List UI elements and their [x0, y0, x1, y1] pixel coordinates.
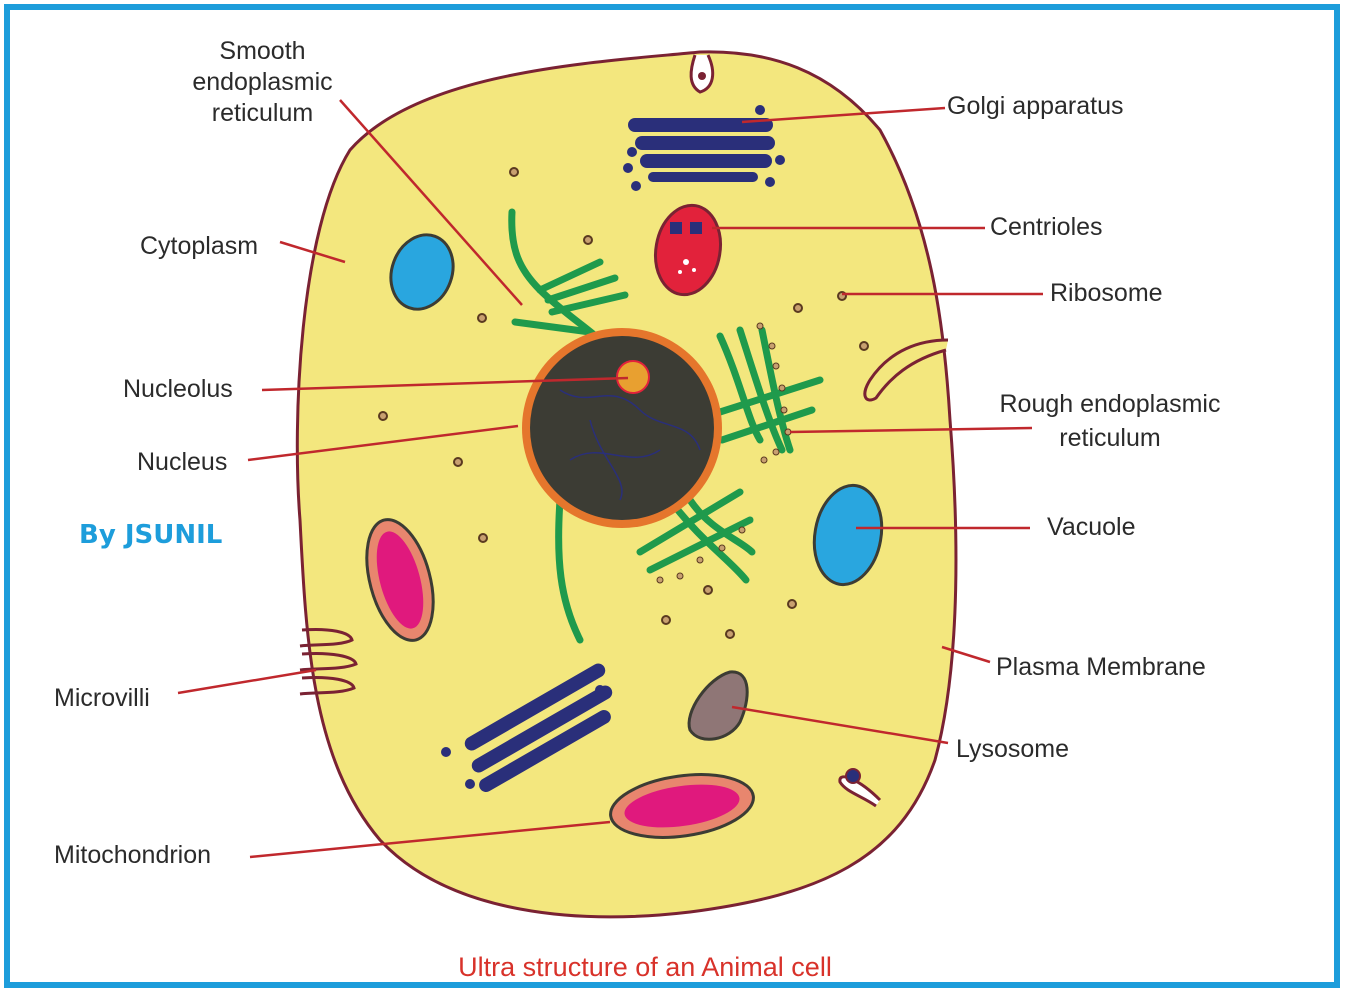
vesicle — [698, 72, 706, 80]
nucleus-shape — [522, 328, 722, 528]
label-vacuole: Vacuole — [1047, 512, 1136, 543]
label-centrioles: Centrioles — [990, 212, 1103, 243]
label-nucleolus: Nucleolus — [123, 374, 233, 405]
label-golgi: Golgi apparatus — [947, 91, 1124, 122]
label-cytoplasm: Cytoplasm — [140, 231, 258, 262]
label-plasma-membrane: Plasma Membrane — [996, 652, 1206, 683]
diagram-title: Ultra structure of an Animal cell — [0, 952, 1290, 983]
credit-text: By JSUNIL — [79, 520, 222, 550]
label-mitochondrion: Mitochondrion — [54, 840, 211, 871]
label-smooth-er: Smooth endoplasmic reticulum — [180, 36, 345, 129]
pit-vesicle — [846, 769, 860, 783]
label-rough-er: Rough endoplasmic reticulum — [985, 387, 1235, 455]
label-ribosome: Ribosome — [1050, 278, 1163, 309]
label-lysosome: Lysosome — [956, 734, 1069, 765]
leader-microvilli — [178, 670, 316, 693]
label-nucleus: Nucleus — [137, 447, 227, 478]
label-microvilli: Microvilli — [54, 683, 150, 714]
